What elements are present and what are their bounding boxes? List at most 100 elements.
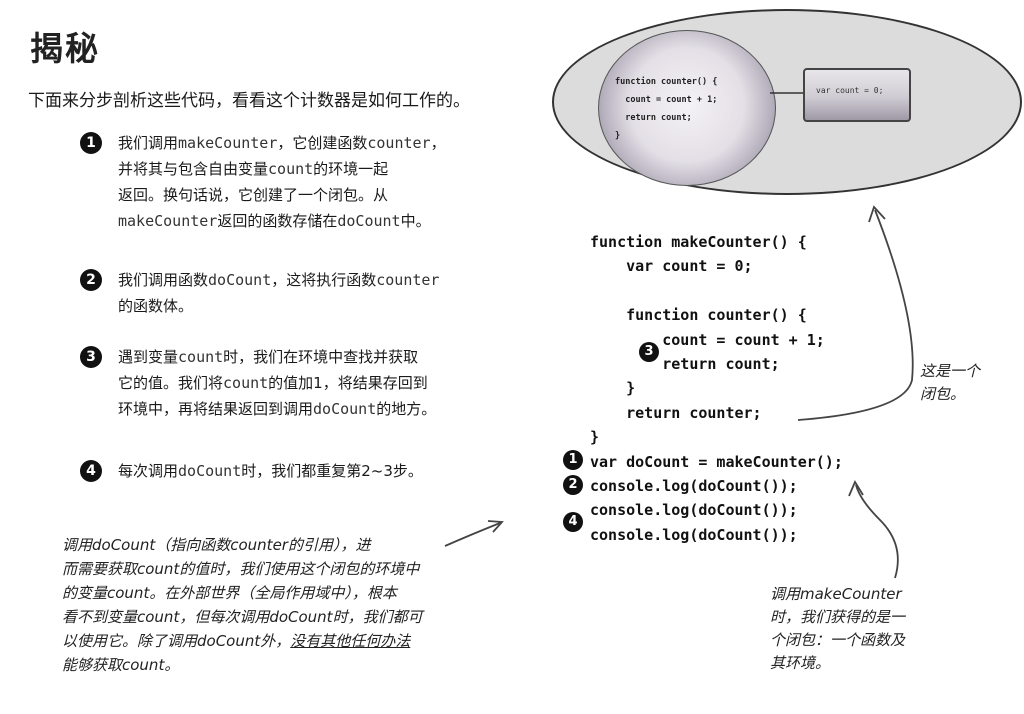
step-text-run: 的地方。 xyxy=(376,400,437,418)
step-text-run: 环境中，再将结果返回到调用 xyxy=(118,400,314,418)
make-note-line: 其环境。 xyxy=(770,654,831,672)
diagram-code-line: return count; xyxy=(615,113,692,123)
step-line: makeCounter返回的函数存储在doCount中。 xyxy=(118,208,518,234)
make-arrowhead xyxy=(848,480,864,497)
environment-box xyxy=(803,68,911,122)
code-line: console.log(doCount()); xyxy=(590,477,798,496)
note-line: 以使用它。除了调用doCount外，没有其他任何办法 xyxy=(62,629,488,653)
closure-note: 这是一个 闭包。 xyxy=(920,360,980,406)
step-2: 2 我们调用函数doCount，这将执行函数counter 的函数体。 xyxy=(80,267,518,319)
closure-arrowhead xyxy=(868,205,886,223)
make-note-line: 时，我们获得的是一 xyxy=(770,608,906,626)
step-text: 我们调用函数doCount，这将执行函数counter 的函数体。 xyxy=(118,267,518,319)
closure-note-line: 闭包。 xyxy=(920,385,966,403)
closure-note-line: 这是一个 xyxy=(920,362,981,380)
page-title: 揭秘 xyxy=(30,29,100,68)
step-badge: 1 xyxy=(80,132,102,154)
code-line: count = count + 1; xyxy=(590,330,825,349)
step-text-run: 时，我们都重复第2~3步。 xyxy=(241,462,423,480)
step-text-run: 并将其与包含自由变量 xyxy=(118,160,269,178)
step-text-run: 的环境一起 xyxy=(313,160,389,178)
environment-text: var count = 0; xyxy=(816,86,884,95)
code-term: count xyxy=(178,348,224,366)
step-text-run: 它的值。我们将 xyxy=(118,374,224,392)
make-note-line: 个闭包：一个函数及 xyxy=(770,631,906,649)
step-text-run: 每次调用 xyxy=(118,462,179,480)
code-line: return count; xyxy=(590,355,780,374)
diagram-code-line: } xyxy=(615,131,621,141)
step-text-run: 遇到变量 xyxy=(118,348,179,366)
code-term: count xyxy=(268,160,314,178)
code-term: counter xyxy=(376,271,440,289)
step-text-run: 返回的函数存储在 xyxy=(217,212,338,230)
code-line: function counter() { xyxy=(590,306,807,325)
code-badge-1: 1 xyxy=(563,450,583,470)
step-line: 遇到变量count时，我们在环境中查找并获取 xyxy=(118,344,518,370)
code-badge-3: 3 xyxy=(639,342,659,362)
note-line: 而需要获取count的值时，我们使用这个闭包的环境中 xyxy=(62,560,420,578)
step-text-run: 我们调用 xyxy=(118,134,179,152)
note-arrowhead xyxy=(487,520,504,533)
step-text: 我们调用 makeCounter ，它创建函数counter， 并将其与包含自由变量c… xyxy=(118,130,518,234)
step-badge: 3 xyxy=(80,346,102,368)
code-term: doCount xyxy=(313,400,377,418)
closure-explanation-note: 调用doCount（指向函数counter的引用），进 而需要获取count的值… xyxy=(62,533,488,677)
note-underlined-text: 没有其他任何办法 xyxy=(290,632,411,650)
note-line: 调用doCount（指向函数counter的引用），进 xyxy=(62,536,371,554)
make-note-line: 调用makeCounter xyxy=(770,585,902,603)
code-term: counter xyxy=(367,134,431,152)
step-line: 的函数体。 xyxy=(118,293,518,319)
make-counter-note: 调用makeCounter 时，我们获得的是一 个闭包：一个函数及 其环境。 xyxy=(770,583,905,675)
step-text-run: 的值加1，将结果存回到 xyxy=(268,374,428,392)
step-text-run: ， xyxy=(430,134,446,152)
step-line: 返回。换句话说，它创建了一个闭包。从 xyxy=(118,182,518,208)
code-line: function makeCounter() { xyxy=(590,233,807,251)
code-listing: function makeCounter() { var count = 0; … xyxy=(590,230,843,547)
note-line: 能够获取count。 xyxy=(62,656,180,674)
make-arrow xyxy=(855,484,899,579)
intro-text: 下面来分步剖析这些代码，看看这个计数器是如何工作的。 xyxy=(28,91,470,111)
code-line: var count = 0; xyxy=(590,257,753,276)
code-term: doCount xyxy=(208,271,272,289)
code-term: doCount xyxy=(337,212,401,230)
code-term: makeCounter xyxy=(118,212,218,230)
note-line: 的变量count。在外部世界（全局作用域中），根本 xyxy=(62,584,397,602)
diagram-code-line: function counter() { xyxy=(615,77,718,87)
note-arrow xyxy=(444,522,501,547)
function-circle xyxy=(598,30,776,186)
step-text-run: 的函数体。 xyxy=(118,297,194,315)
step-text: 每次调用doCount时，我们都重复第2~3步。 xyxy=(118,458,518,484)
step-text-run: ，这将执行函数 xyxy=(271,271,377,289)
step-badge: 2 xyxy=(80,269,102,291)
diagram-code-line: count = count + 1; xyxy=(615,95,718,105)
code-line: var doCount = makeCounter(); xyxy=(590,452,843,471)
step-text-run: 中。 xyxy=(400,212,431,230)
step-line: 我们调用函数doCount，这将执行函数counter xyxy=(118,267,518,293)
code-badge-4: 4 xyxy=(563,512,583,532)
step-line: 每次调用doCount时，我们都重复第2~3步。 xyxy=(118,458,518,484)
closure-arrow xyxy=(797,209,914,421)
code-line: } xyxy=(590,428,600,447)
diagram-function-code: function counter() { count = count + 1; … xyxy=(615,73,717,145)
step-4: 4 每次调用doCount时，我们都重复第2~3步。 xyxy=(80,458,518,484)
step-text-run: 时，我们在环境中查找并获取 xyxy=(223,348,419,366)
code-line xyxy=(590,279,843,303)
step-text-run: ，它创建函数 xyxy=(277,134,368,152)
note-line-text: 以使用它。除了调用doCount外， xyxy=(62,632,291,650)
step-badge: 4 xyxy=(80,460,102,482)
step-text: 遇到变量count时，我们在环境中查找并获取它的值。我们将count的值加1，将… xyxy=(118,344,518,422)
code-line: console.log(doCount()); xyxy=(590,501,798,520)
step-1: 1 我们调用 makeCounter ，它创建函数counter， 并将其与包含自由变… xyxy=(80,130,518,234)
code-line: return counter; xyxy=(590,403,762,422)
code-badge-2: 2 xyxy=(563,475,583,495)
step-line: 并将其与包含自由变量count的环境一起 xyxy=(118,156,518,182)
step-text-run: 返回。换句话说，它创建了一个闭包。从 xyxy=(118,186,389,204)
code-line: console.log(doCount()); xyxy=(590,525,798,544)
code-line: } xyxy=(590,379,636,398)
step-line: 它的值。我们将count的值加1，将结果存回到 xyxy=(118,370,518,396)
step-line: 环境中，再将结果返回到调用doCount的地方。 xyxy=(118,396,518,422)
code-term: count xyxy=(223,374,269,392)
step-3: 3 遇到变量count时，我们在环境中查找并获取它的值。我们将count的值加1… xyxy=(80,344,518,422)
step-text-run: 我们调用函数 xyxy=(118,271,209,289)
